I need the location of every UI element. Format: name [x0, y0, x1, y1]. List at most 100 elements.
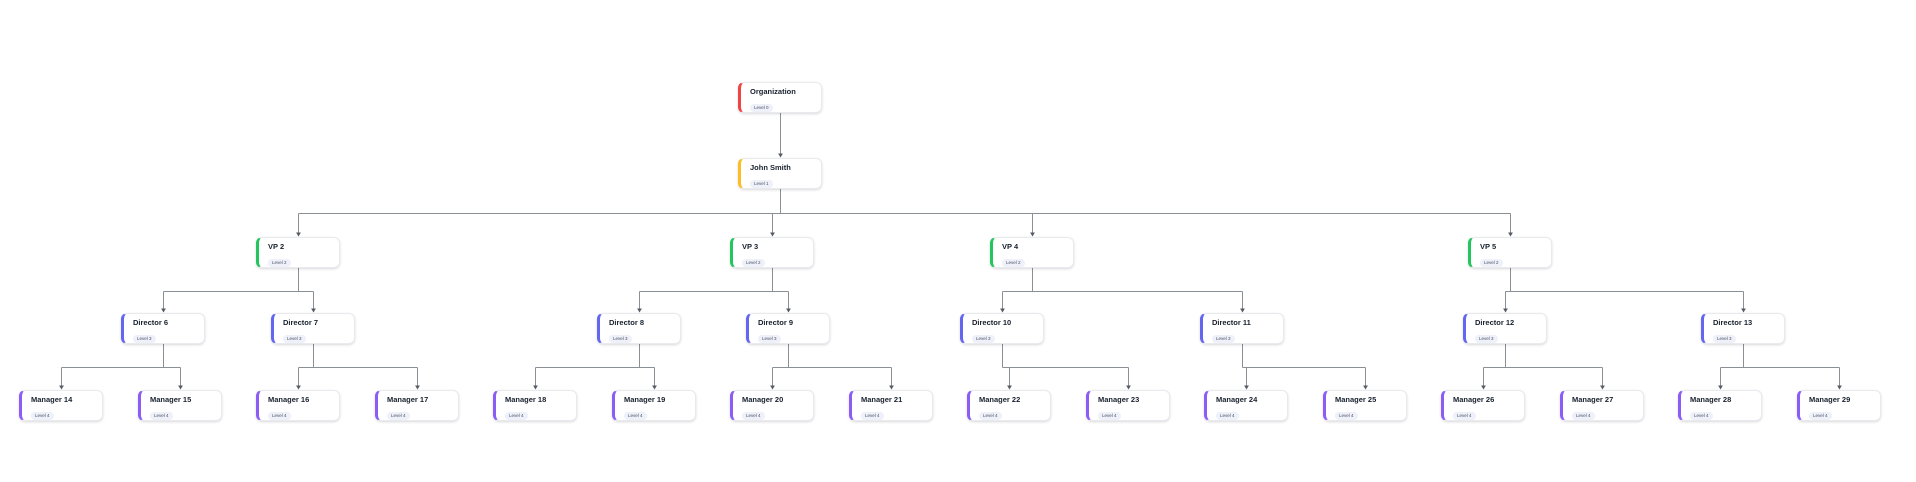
org-node-mgr16[interactable]: Manager 16 Level 4 — [256, 390, 340, 421]
node-title: Manager 27 — [1572, 396, 1614, 404]
node-level-badge: Level 1 — [750, 180, 773, 188]
node-title: Manager 23 — [1098, 396, 1140, 404]
node-title: Manager 15 — [150, 396, 192, 404]
connector-arrowhead-icon — [533, 385, 538, 390]
node-title: Manager 22 — [979, 396, 1021, 404]
connector-arrowhead-icon — [296, 232, 301, 237]
connector-arrowhead-icon — [59, 385, 64, 390]
node-title: Manager 25 — [1335, 396, 1377, 404]
node-level-badge: Level 4 — [1335, 412, 1358, 420]
connector-arrowhead-icon — [786, 308, 791, 313]
node-level-badge: Level 2 — [1480, 259, 1503, 267]
org-node-dir11[interactable]: Director 11 Level 3 — [1200, 313, 1284, 344]
connector-arrowhead-icon — [652, 385, 657, 390]
node-level-badge: Level 4 — [1690, 412, 1713, 420]
node-title: Director 8 — [609, 319, 645, 327]
connector-arrowhead-icon — [1508, 232, 1513, 237]
connector-arrowhead-icon — [637, 308, 642, 313]
node-title: VP 4 — [1002, 243, 1019, 251]
org-node-mgr28[interactable]: Manager 28 Level 4 — [1678, 390, 1762, 421]
node-level-badge: Level 3 — [972, 335, 995, 343]
connector-arrowhead-icon — [311, 308, 316, 313]
org-node-dir10[interactable]: Director 10 Level 3 — [960, 313, 1044, 344]
node-level-badge: Level 4 — [268, 412, 291, 420]
node-title: Manager 20 — [742, 396, 784, 404]
node-level-badge: Level 4 — [1572, 412, 1595, 420]
org-node-mgr23[interactable]: Manager 23 Level 4 — [1086, 390, 1170, 421]
node-level-badge: Level 3 — [133, 335, 156, 343]
connector-arrowhead-icon — [770, 385, 775, 390]
connector-arrowhead-icon — [1718, 385, 1723, 390]
node-title: Director 11 — [1212, 319, 1251, 327]
org-node-mgr17[interactable]: Manager 17 Level 4 — [375, 390, 459, 421]
node-title: Director 10 — [972, 319, 1012, 327]
connector-arrowhead-icon — [770, 232, 775, 237]
connector-arrowhead-icon — [1600, 385, 1605, 390]
node-title: Organization — [750, 88, 796, 96]
connector-arrowhead-icon — [1363, 385, 1368, 390]
node-level-badge: Level 3 — [609, 335, 632, 343]
org-node-mgr21[interactable]: Manager 21 Level 4 — [849, 390, 933, 421]
connector-arrowhead-icon — [1244, 385, 1249, 390]
connector-arrowhead-icon — [1126, 385, 1131, 390]
org-node-mgr26[interactable]: Manager 26 Level 4 — [1441, 390, 1525, 421]
node-level-badge: Level 3 — [1212, 335, 1235, 343]
node-title: John Smith — [750, 164, 791, 172]
node-title: VP 2 — [268, 243, 285, 251]
node-title: Manager 24 — [1216, 396, 1258, 404]
org-node-dir6[interactable]: Director 6 Level 3 — [121, 313, 205, 344]
connector-arrowhead-icon — [161, 308, 166, 313]
node-level-badge: Level 4 — [1453, 412, 1476, 420]
node-level-badge: Level 3 — [283, 335, 306, 343]
node-level-badge: Level 4 — [1098, 412, 1121, 420]
node-level-badge: Level 4 — [387, 412, 410, 420]
node-title: Manager 16 — [268, 396, 310, 404]
org-node-vp5[interactable]: VP 5 Level 2 — [1468, 237, 1552, 268]
org-node-mgr25[interactable]: Manager 25 Level 4 — [1323, 390, 1407, 421]
node-level-badge: Level 4 — [979, 412, 1002, 420]
connector-arrowhead-icon — [1741, 308, 1746, 313]
org-node-dir8[interactable]: Director 8 Level 3 — [597, 313, 681, 344]
node-level-badge: Level 4 — [742, 412, 765, 420]
node-title: Manager 21 — [861, 396, 903, 404]
node-title: Director 7 — [283, 319, 319, 327]
node-title: Manager 18 — [505, 396, 547, 404]
node-level-badge: Level 3 — [1713, 335, 1736, 343]
org-node-mgr27[interactable]: Manager 27 Level 4 — [1560, 390, 1644, 421]
org-node-mgr20[interactable]: Manager 20 Level 4 — [730, 390, 814, 421]
node-title: Manager 28 — [1690, 396, 1732, 404]
node-title: Director 9 — [758, 319, 794, 327]
connector-arrowhead-icon — [889, 385, 894, 390]
connector-arrowhead-icon — [415, 385, 420, 390]
node-title: Director 6 — [133, 319, 169, 327]
node-title: VP 5 — [1480, 243, 1497, 251]
connector-arrowhead-icon — [296, 385, 301, 390]
node-level-badge: Level 3 — [1475, 335, 1498, 343]
node-title: Manager 17 — [387, 396, 429, 404]
node-title: Manager 26 — [1453, 396, 1495, 404]
node-level-badge: Level 2 — [742, 259, 765, 267]
connector-arrowhead-icon — [1000, 308, 1005, 313]
node-level-badge: Level 4 — [861, 412, 884, 420]
org-node-mgr22[interactable]: Manager 22 Level 4 — [967, 390, 1051, 421]
org-node-dir7[interactable]: Director 7 Level 3 — [271, 313, 355, 344]
connector-arrowhead-icon — [1030, 232, 1035, 237]
connector-arrowhead-icon — [1007, 385, 1012, 390]
node-title: Manager 14 — [31, 396, 73, 404]
node-level-badge: Level 0 — [750, 104, 773, 112]
node-level-badge: Level 4 — [624, 412, 647, 420]
